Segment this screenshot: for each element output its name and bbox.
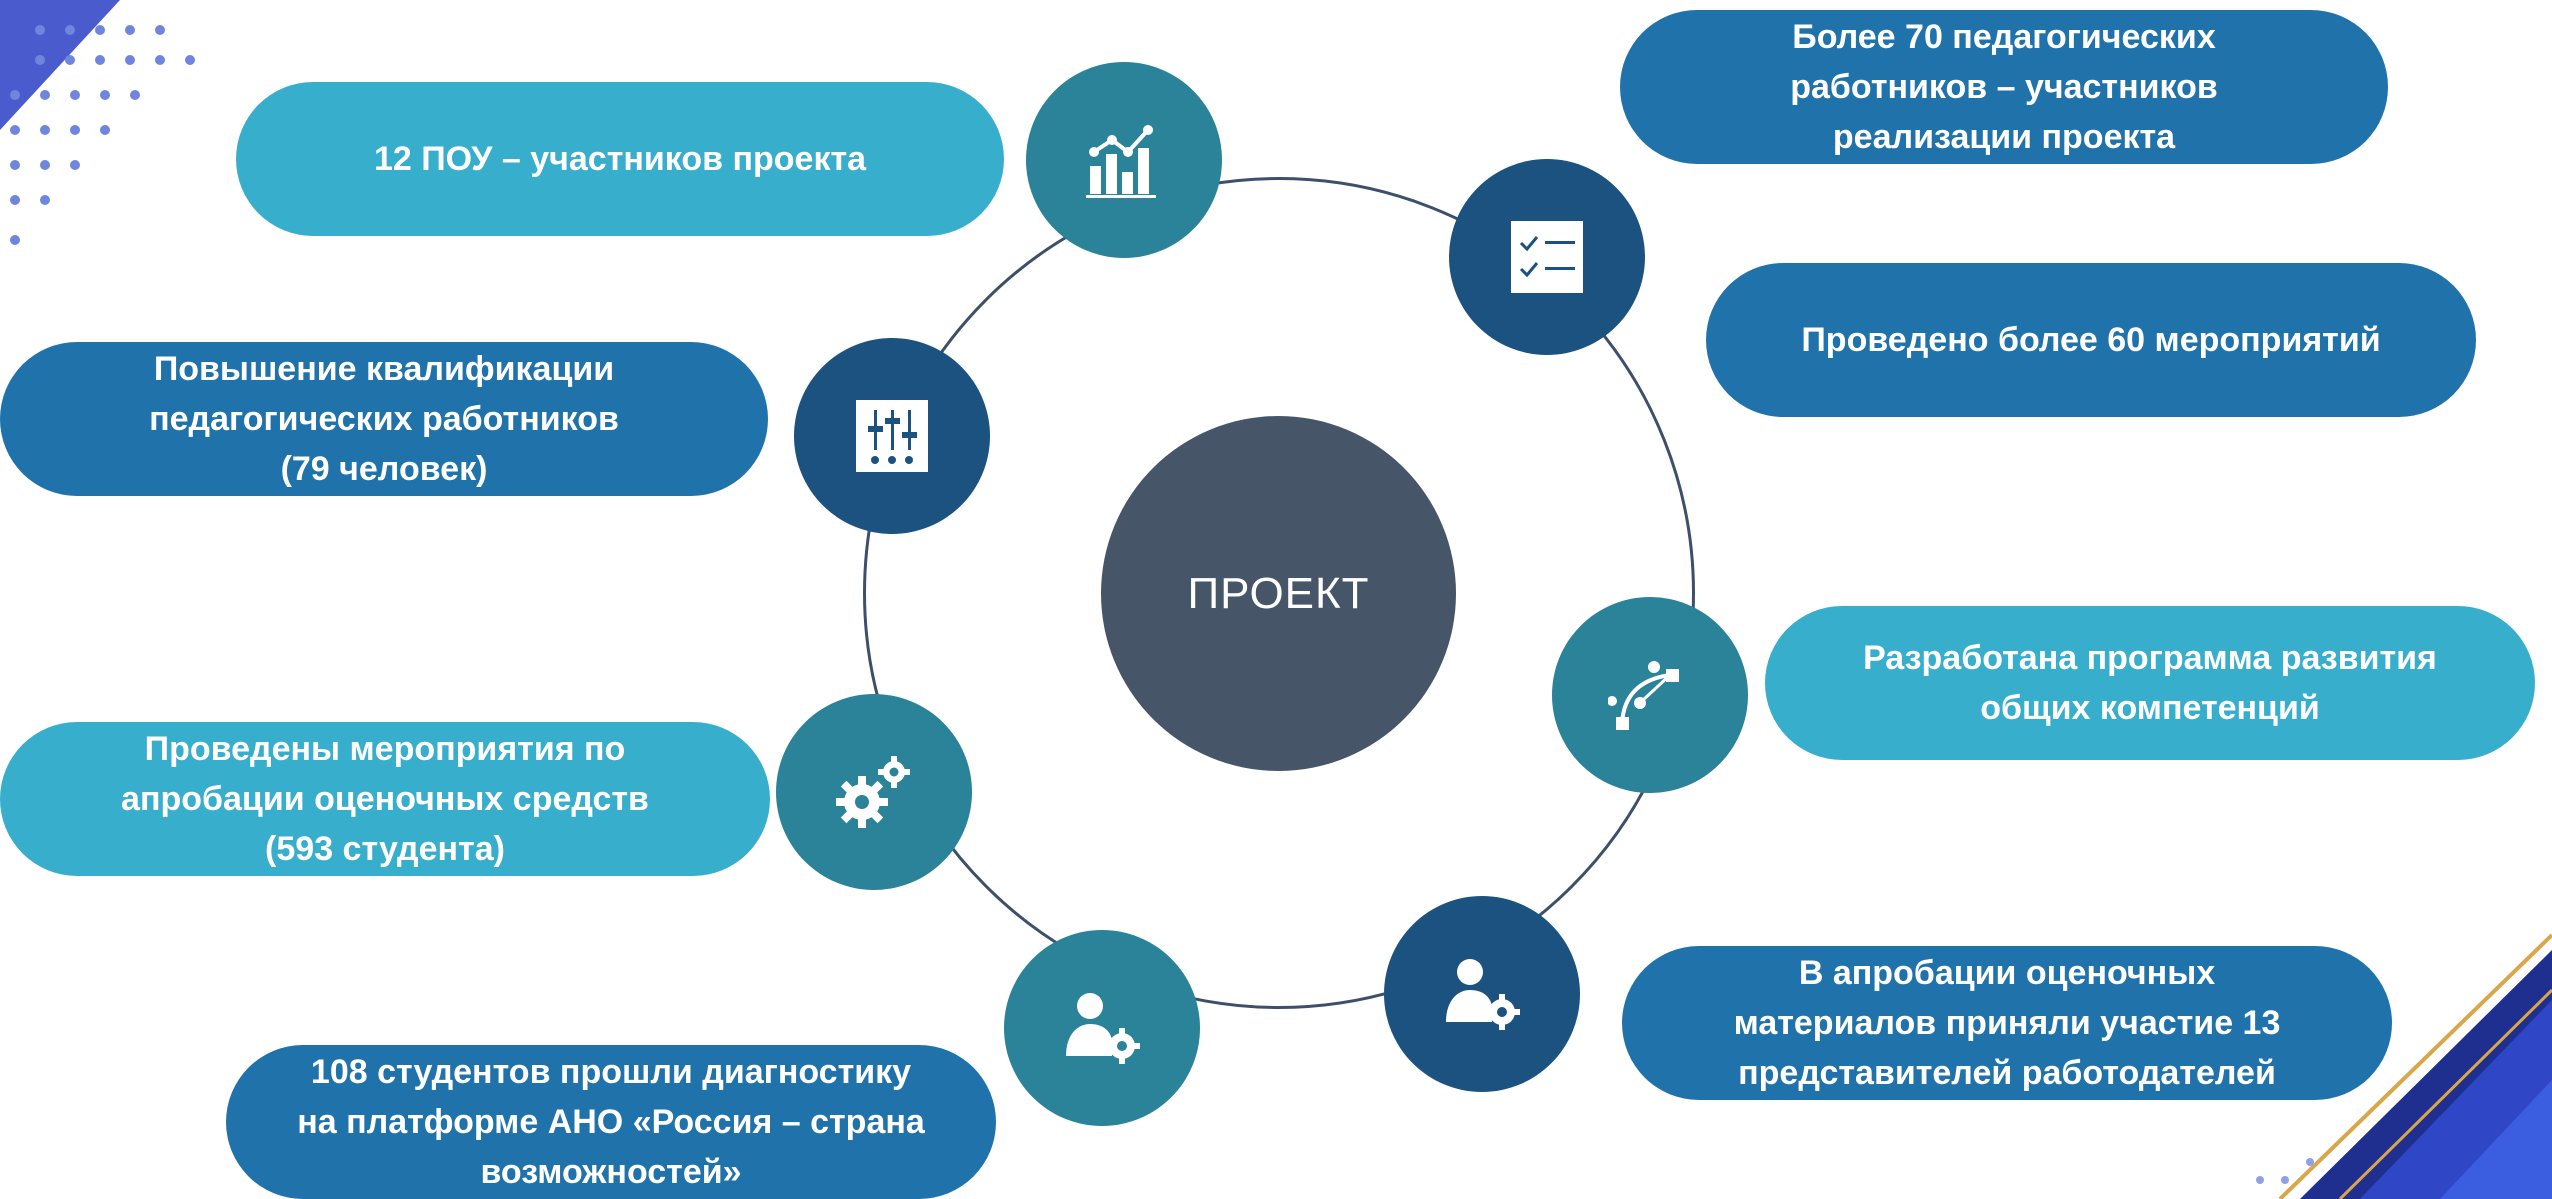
gears-icon (836, 756, 910, 828)
connector-ring (863, 177, 1695, 1009)
item-pill-diagnostics: 108 студентов прошли диагностику на плат… (226, 1045, 996, 1199)
bezier-curve-icon (1608, 661, 1679, 730)
item-text: 12 ПОУ – участников проекта (373, 140, 867, 178)
node-qualification (794, 338, 990, 534)
item-pill-teachers: Более 70 педагогических работников – уча… (1620, 10, 2388, 164)
node-participants (1026, 62, 1222, 258)
item-text: Проведены мероприятия по апробации оцено… (121, 730, 649, 868)
corner-dots-decoration (0, 0, 195, 245)
item-text: В апробации оценочных материалов приняли… (1733, 954, 2281, 1092)
node-teachers (1449, 159, 1645, 355)
center-project-circle: ПРОЕКТ (1101, 416, 1456, 771)
node-employers (1384, 896, 1580, 1092)
item-pill-program: Разработана программа развития общих ком… (1765, 606, 2535, 760)
item-text: Более 70 педагогических работников – уча… (1790, 18, 2218, 156)
corner-stripes-decoration (2256, 933, 2552, 1199)
item-pill-employers: В апробации оценочных материалов приняли… (1622, 946, 2392, 1100)
checklist-icon (1511, 221, 1583, 293)
item-text: 108 студентов прошли диагностику на плат… (297, 1053, 925, 1191)
center-label: ПРОЕКТ (1187, 568, 1370, 618)
user-gear-icon (1066, 993, 1140, 1064)
item-pill-qualification: Повышение квалификации педагогических ра… (0, 342, 768, 496)
item-text: Повышение квалификации педагогических ра… (149, 350, 619, 488)
sliders-icon (856, 400, 928, 472)
item-pill-assessment: Проведены мероприятия по апробации оцено… (0, 722, 770, 876)
item-pill-participants: 12 ПОУ – участников проекта (236, 82, 1004, 236)
node-assessment (776, 694, 972, 890)
item-text: Проведено более 60 мероприятий (1801, 321, 2381, 359)
item-pill-events: Проведено более 60 мероприятий (1706, 263, 2476, 417)
node-diagnostics (1004, 930, 1200, 1126)
item-text: Разработана программа развития общих ком… (1863, 639, 2437, 727)
node-program (1552, 597, 1748, 793)
user-gear-icon (1446, 959, 1520, 1030)
bar-chart-trend-icon (1086, 125, 1156, 198)
